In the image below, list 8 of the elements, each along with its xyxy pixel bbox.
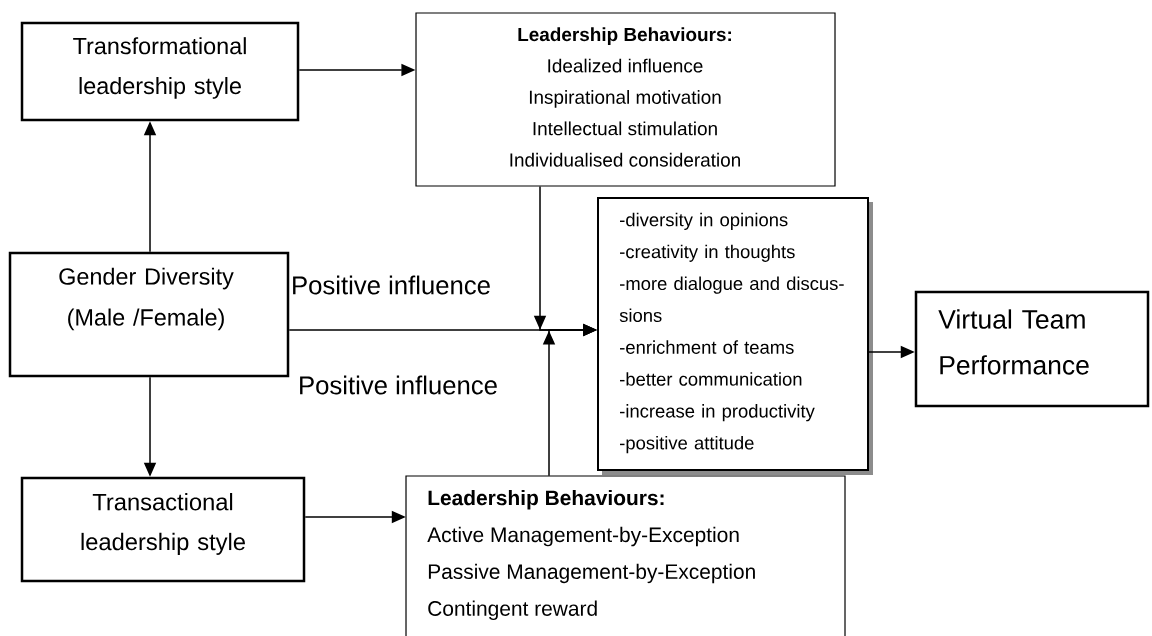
text-box: Virtual Team Performance — [914, 290, 1150, 408]
text-box: Leadership Behaviours: Idealized influence Inspirational motivation Intellectual stimulation Individualised consideration — [415, 12, 836, 187]
text-box: Transformational leadership style — [20, 21, 300, 122]
text-box: Gender Diversity (Male /Female) — [8, 251, 290, 378]
text-box: Leadership Behaviours: Active Management-by-Exception Passive Management-by-Exception Contingent reward — [405, 475, 846, 636]
text-label: Positive influence — [300, 375, 497, 395]
text-box: Transactional leadership style — [20, 476, 306, 583]
shadowed-text-box: -diversity in opinions -creativity in thoughts -more dialogue and discus- sions -enrichment of teams -better communication -increase in productivity -positive attitude — [597, 197, 873, 475]
